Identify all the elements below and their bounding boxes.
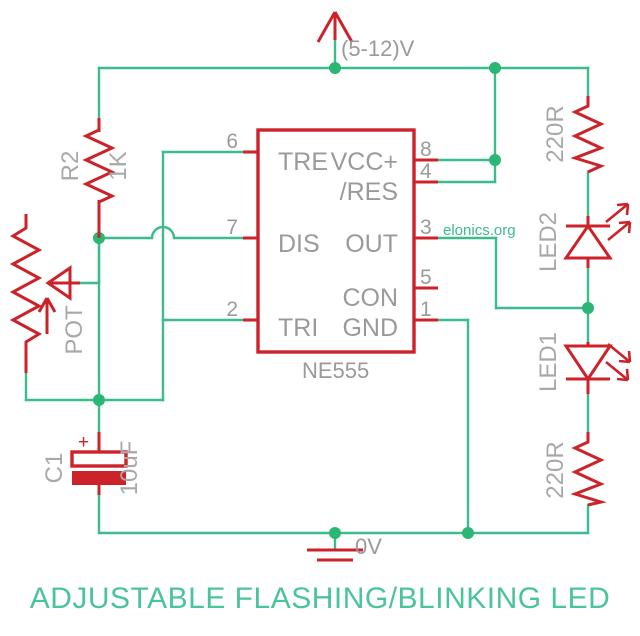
ic-part-number-label: NE555 [302, 358, 369, 383]
resistor-bottom-220r-value-label: 220R [542, 441, 569, 498]
resistor-r2-symbol [82, 118, 116, 238]
ic-pin-name-out: OUT [345, 230, 398, 258]
resistor-r2-value-label: 1K [105, 151, 132, 180]
potentiometer-ref-label: POT [61, 305, 88, 355]
junction-vcc-right [489, 62, 501, 74]
ic-pin-number-5: 5 [420, 266, 432, 289]
resistor-bottom-220r-symbol [570, 432, 607, 507]
net-output [436, 236, 590, 310]
potentiometer-symbol [9, 214, 80, 373]
net-pin8-pin4 [436, 158, 497, 184]
led2-symbol [563, 202, 632, 268]
ic-pin-leads [243, 150, 438, 322]
junction-c1-pot-tri [93, 394, 105, 406]
ic-pin-number-2: 2 [226, 298, 238, 321]
net-vcc-rail [97, 38, 590, 162]
capacitor-c1-ref-label: C1 [41, 453, 68, 484]
ic-pin-number-1: 1 [420, 298, 432, 321]
ic-pin-name-gnd: GND [342, 314, 398, 342]
net-ground-rail [97, 318, 590, 550]
resistor-top-220r-symbol [570, 96, 606, 174]
capacitor-polarity-label: + [78, 432, 89, 453]
ic-pin-number-7: 7 [226, 216, 238, 239]
ic-ne555-body [256, 128, 416, 354]
ground-label: 0V [355, 534, 382, 559]
ic-pin-name-tri: TRI [278, 314, 318, 342]
ground-symbol-icon [307, 548, 363, 562]
ic-pin-number-6: 6 [226, 130, 238, 153]
supply-voltage-label: (5-12)V [341, 36, 415, 61]
led2-ref-label: LED2 [535, 212, 562, 272]
ic-pin-name-con: CON [342, 284, 398, 312]
junction-gnd-pin1 [462, 527, 474, 539]
led1-ref-label: LED1 [535, 332, 562, 392]
resistor-r2-ref-label: R2 [57, 151, 84, 182]
junction-pin8 [489, 154, 501, 166]
net-pot-bottom [24, 371, 101, 402]
ic-pin-number-3: 3 [420, 216, 432, 239]
ic-pin-number-4: 4 [420, 160, 432, 183]
resistor-top-220r-value-label: 220R [542, 105, 569, 162]
junction-led-output [582, 302, 594, 314]
ic-pin-name-tre: TRE [278, 148, 328, 176]
capacitor-c1-symbol [70, 432, 128, 495]
vcc-arrow-icon [316, 11, 354, 43]
ic-pin-name-dis: DIS [278, 230, 320, 258]
junction-vcc-source [329, 62, 341, 74]
capacitor-c1-value-label: 10uF [116, 441, 143, 496]
net-trigger-threshold [97, 150, 245, 402]
led1-symbol [563, 342, 632, 394]
net-pot-wiper [78, 236, 101, 285]
site-watermark: elonics.org [443, 222, 516, 239]
ic-pin-name-res: /RES [340, 178, 398, 206]
ic-pin-number-8: 8 [420, 138, 432, 161]
junction-ground-symbol [329, 527, 341, 539]
ic-pin-name-vcc: VCC+ [331, 148, 398, 176]
diagram-title: ADJUSTABLE FLASHING/BLINKING LED [30, 582, 611, 615]
